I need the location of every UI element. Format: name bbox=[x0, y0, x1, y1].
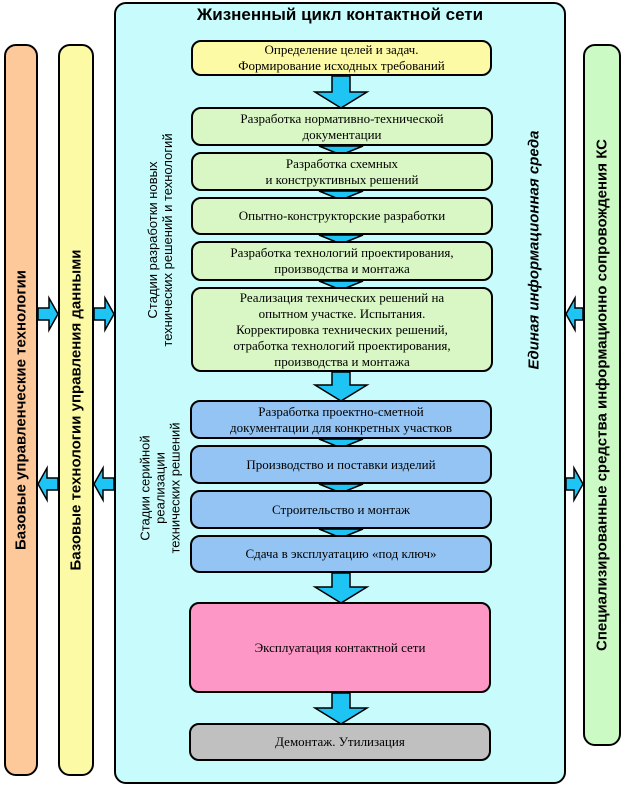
step-production-supply[interactable]: Производство и поставки изделий bbox=[190, 445, 492, 484]
data-management-technologies-column: Базовые технологии управления данными bbox=[58, 44, 94, 776]
right-arrow-icon bbox=[37, 295, 59, 333]
down-arrow-icon bbox=[312, 692, 370, 725]
down-arrow-icon bbox=[318, 438, 364, 449]
base-management-technologies-column: Базовые управленческие технологии bbox=[4, 44, 38, 776]
down-arrow-icon bbox=[318, 280, 364, 291]
step-schematic-solutions[interactable]: Разработка схемных и конструктивных реше… bbox=[191, 152, 493, 191]
step-dismantling[interactable]: Демонтаж. Утилизация bbox=[189, 723, 491, 761]
down-arrow-icon bbox=[312, 75, 370, 109]
page-title: Жизненный цикл контактной сети bbox=[196, 5, 484, 24]
step-design-technologies[interactable]: Разработка технологий проектирования, пр… bbox=[191, 241, 493, 281]
step-operation[interactable]: Эксплуатация контактной сети bbox=[189, 602, 491, 693]
down-arrow-icon bbox=[312, 572, 370, 604]
down-arrow-icon bbox=[318, 145, 364, 156]
step-pilot-implementation[interactable]: Реализация технических решений на опытно… bbox=[191, 287, 493, 372]
step-project-estimate[interactable]: Разработка проектно-сметной документации… bbox=[190, 400, 492, 439]
down-arrow-icon bbox=[318, 528, 364, 539]
specialized-tools-column: Специализированные средства информационн… bbox=[583, 44, 621, 746]
step-normative-docs[interactable]: Разработка нормативно-технической докуме… bbox=[191, 107, 493, 146]
down-arrow-icon bbox=[318, 190, 364, 201]
down-arrow-icon bbox=[312, 371, 370, 402]
down-arrow-icon bbox=[318, 483, 364, 494]
step-goals[interactable]: Определение целей и задач. Формирование … bbox=[191, 40, 492, 76]
right-arrow-icon bbox=[565, 465, 584, 503]
left-arrow-icon bbox=[565, 295, 584, 333]
left-arrow-icon bbox=[93, 465, 115, 503]
step-construction[interactable]: Строительство и монтаж bbox=[190, 490, 492, 529]
step-rnd[interactable]: Опытно-конструкторские разработки bbox=[191, 197, 493, 235]
right-arrow-icon bbox=[93, 295, 115, 333]
step-commissioning[interactable]: Сдача в эксплуатацию «под ключ» bbox=[190, 535, 492, 573]
left-arrow-icon bbox=[37, 465, 59, 503]
down-arrow-icon bbox=[318, 234, 364, 245]
